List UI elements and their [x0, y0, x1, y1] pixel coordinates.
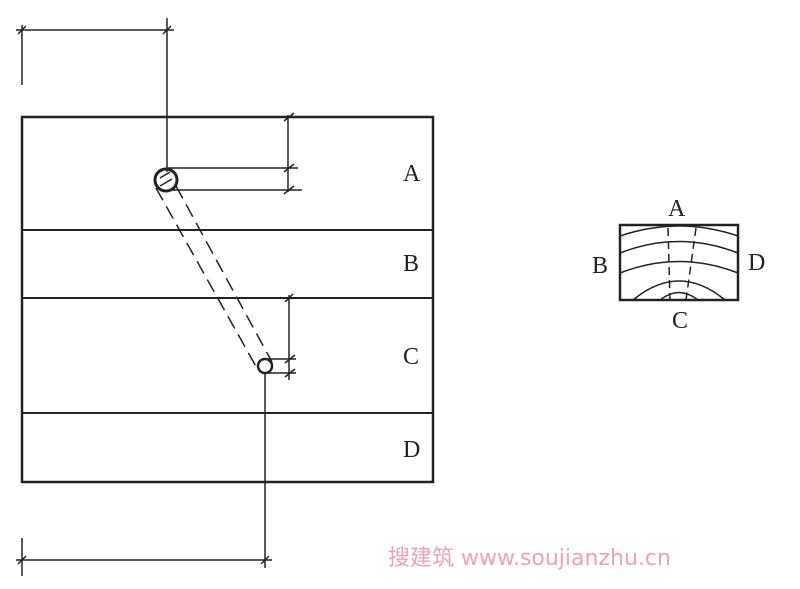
main-board-elevation: A B C D: [20, 115, 435, 484]
zone-label-d: D: [403, 437, 420, 463]
zone-label-a: A: [403, 161, 421, 187]
watermark: 搜建筑 www.soujianzhu.cn: [388, 546, 671, 571]
board-outline: [20, 115, 435, 484]
right-dimension-lower: [284, 293, 296, 380]
lower-hole: [256, 357, 296, 568]
zone-label-c: C: [403, 344, 419, 370]
section-label-d: D: [748, 250, 765, 276]
section-label-b: B: [592, 253, 608, 279]
upper-hole: [153, 167, 302, 193]
section-label-c: C: [672, 308, 688, 334]
right-dimension-upper: [283, 112, 295, 195]
bottom-dimension: [16, 538, 272, 576]
end-grain-section: A B D C: [592, 196, 765, 334]
top-dimension: [16, 18, 174, 172]
zone-label-b: B: [403, 251, 419, 277]
section-label-a: A: [668, 196, 686, 222]
drill-path-dashed: [155, 185, 273, 371]
